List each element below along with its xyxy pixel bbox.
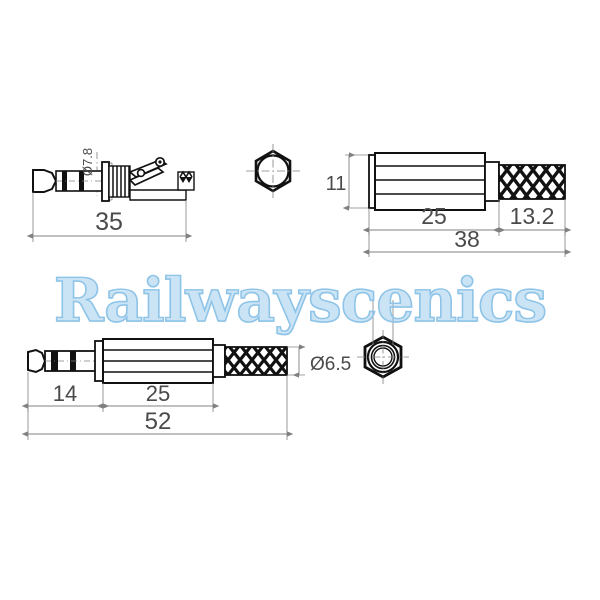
- dimension-label-14: 14: [53, 381, 77, 406]
- view-top-left-right-angle-plug: [26, 152, 195, 242]
- dimension-label-25-top: 25: [421, 203, 447, 229]
- dimension-35: [26, 192, 193, 242]
- dimension-label-35: 35: [95, 208, 123, 236]
- view-bottom-left-straight-plug: [21, 338, 306, 440]
- barrel-neck: [484, 161, 500, 202]
- plug-tip: [27, 348, 47, 374]
- cable-exit-bar: [129, 189, 187, 201]
- view-top-middle-hex-nut: [246, 144, 300, 198]
- barrel-neck: [212, 344, 226, 378]
- barrel-ribs: [375, 165, 485, 195]
- lever-pivot-inner: [158, 160, 162, 164]
- view-bottom-right-hex-nut: [357, 300, 409, 384]
- cable-end-detail: [177, 170, 195, 191]
- dimension-13-2: [492, 199, 572, 236]
- dimension-label-13-2: 13.2: [510, 203, 555, 229]
- barrel-body: [374, 152, 486, 211]
- dimension-label-diameter-7-8: Ø7.8: [80, 148, 95, 176]
- insulator-ring-1: [62, 171, 67, 191]
- plug-tip: [32, 169, 58, 193]
- dimension-label-diameter-6-5: Ø6.5: [310, 354, 351, 375]
- dimension-label-11: 11: [326, 173, 347, 195]
- dimension-52: [21, 375, 294, 440]
- threaded-neck: [108, 165, 131, 198]
- thread-lines: [112, 166, 130, 197]
- cable-clamp-lever: [128, 156, 168, 187]
- dimension-label-38: 38: [454, 226, 480, 252]
- dimension-38: [362, 230, 572, 257]
- dimension-label-52: 52: [145, 408, 172, 435]
- barrel-ribs: [103, 349, 213, 373]
- lever-hinge: [136, 168, 146, 178]
- plug-shoulder: [94, 340, 104, 382]
- strain-relief-mesh: [498, 164, 566, 200]
- plug-flange: [101, 161, 110, 202]
- dimension-label-25-bottom: 25: [146, 381, 170, 406]
- dimension-diameter-6-5: [287, 344, 306, 378]
- dimension-25-bottom: [96, 383, 220, 412]
- strain-relief-mesh: [224, 346, 288, 376]
- view-top-right-barrel-body: [342, 152, 572, 257]
- insulator-ring-2: [79, 171, 84, 191]
